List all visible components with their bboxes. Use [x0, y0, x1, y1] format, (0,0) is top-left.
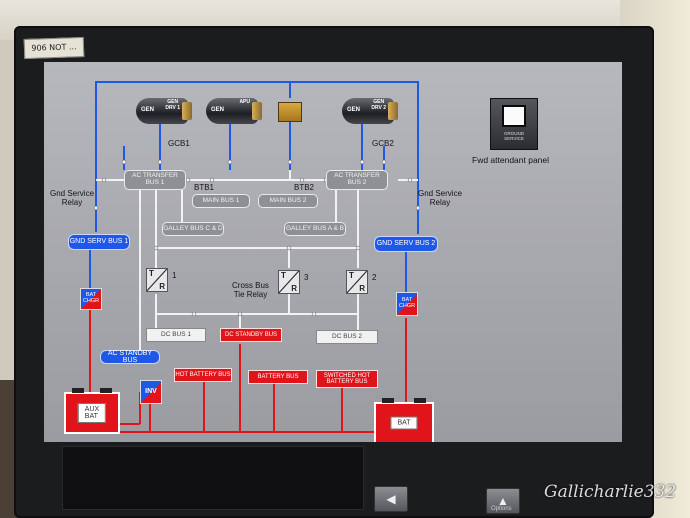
tru-1-number: 1 — [172, 271, 177, 280]
generator-2[interactable]: GEN GEN DRV 2 — [342, 98, 398, 124]
apu-generator[interactable]: GEN APU — [206, 98, 262, 124]
gnd-service-relay-right-label: Gnd Service Relay — [418, 189, 463, 207]
watermark: Gallicharlie332 — [544, 482, 677, 502]
gcb2-label: GCB2 — [372, 139, 394, 148]
tru-3-number: 3 — [304, 273, 309, 282]
tru-3-r: R — [291, 284, 297, 293]
electrical-synoptic-screen: GEN GEN DRV 1 GEN APU GEN GEN DRV 2 GCB1… — [44, 62, 622, 442]
bus-wiring — [89, 81, 421, 433]
back-arrow-button[interactable]: ◀ — [374, 486, 408, 512]
ground-service-indicator — [502, 105, 526, 127]
aux-battery[interactable]: AUX BAT — [64, 388, 120, 434]
tru-2-r: R — [359, 284, 365, 293]
main-bus-1[interactable]: MAIN BUS 1 — [192, 194, 250, 208]
ac-transfer-bus-1[interactable]: AC TRANSFER BUS 1 — [124, 170, 186, 190]
aux-battery-terminal-pos — [100, 388, 112, 393]
switched-hot-battery-bus[interactable]: SWITCHED HOT BATTERY BUS — [316, 370, 378, 388]
main-battery[interactable]: BAT — [374, 398, 434, 442]
bat-charger-2[interactable]: BAT CHGR — [396, 292, 418, 316]
gcb1-label: GCB1 — [168, 139, 190, 148]
gnd-serv-bus-2[interactable]: GND SERV BUS 2 — [374, 236, 438, 252]
gnd-service-relay-left-label: Gnd Service Relay — [50, 189, 95, 207]
galley-bus-ab[interactable]: GALLEY BUS A & B — [284, 222, 346, 236]
generator-1[interactable]: GEN GEN DRV 1 — [136, 98, 192, 124]
apu-generator-sub: APU — [239, 99, 250, 105]
dc-bus-1[interactable]: DC BUS 1 — [146, 328, 206, 342]
fwd-attendant-panel-label: Fwd attendant panel — [472, 155, 550, 165]
main-bus-2[interactable]: MAIN BUS 2 — [258, 194, 318, 208]
cross-bus-tie-relay-label: Cross Bus Tie Relay — [232, 281, 269, 299]
tru-2[interactable]: T R — [346, 270, 368, 294]
main-battery-terminal-pos — [414, 398, 426, 403]
tru-2-number: 2 — [372, 273, 377, 282]
btb2-label: BTB2 — [294, 183, 315, 192]
main-battery-label: BAT — [390, 416, 418, 430]
dc-standby-bus[interactable]: DC STANDBY BUS — [220, 328, 282, 342]
tru-3-t: T — [281, 271, 286, 280]
generator-2-tag: GEN — [347, 107, 361, 113]
tru-1-r: R — [159, 282, 165, 291]
tru-1[interactable]: T R — [146, 268, 168, 292]
ground-service-button[interactable]: GROUND SERVICE — [490, 98, 538, 150]
ground-service-caption: GROUND SERVICE — [504, 131, 524, 141]
generator-1-sub: GEN DRV 1 — [165, 99, 180, 111]
apu-generator-tag: GEN — [211, 107, 225, 113]
hot-battery-bus[interactable]: HOT BATTERY BUS — [174, 368, 232, 382]
aux-battery-label: AUX BAT — [77, 403, 107, 423]
external-power-icon[interactable] — [278, 102, 302, 122]
options-button[interactable]: ▲ — [486, 488, 520, 514]
tru-2-t: T — [349, 271, 354, 280]
galley-bus-cd[interactable]: GALLEY BUS C & D — [162, 222, 224, 236]
options-up-icon: ▲ — [497, 494, 509, 508]
aux-battery-terminal-neg — [72, 388, 84, 393]
ac-standby-bus[interactable]: AC STANDBY BUS — [100, 350, 160, 364]
generator-1-drive-icon — [182, 102, 192, 120]
ac-transfer-bus-2[interactable]: AC TRANSFER BUS 2 — [326, 170, 388, 190]
inverter[interactable]: INV — [140, 380, 162, 404]
monitor-sticker: 906 NOT ... — [23, 36, 85, 60]
message-panel — [62, 446, 364, 510]
dc-bus-2[interactable]: DC BUS 2 — [316, 330, 378, 344]
apu-drive-icon — [252, 102, 262, 120]
battery-bus[interactable]: BATTERY BUS — [248, 370, 308, 384]
options-label: Options — [491, 506, 512, 512]
main-battery-terminal-neg — [382, 398, 394, 403]
gnd-serv-bus-1[interactable]: GND SERV BUS 1 — [68, 234, 130, 250]
bat-charger-1[interactable]: BAT CHGR — [80, 288, 102, 310]
tru-3[interactable]: T R — [278, 270, 300, 294]
generator-1-tag: GEN — [141, 107, 155, 113]
generator-2-drive-icon — [388, 102, 398, 120]
generator-2-sub: GEN DRV 2 — [371, 99, 386, 111]
tru-1-t: T — [149, 269, 154, 278]
btb1-label: BTB1 — [194, 183, 215, 192]
